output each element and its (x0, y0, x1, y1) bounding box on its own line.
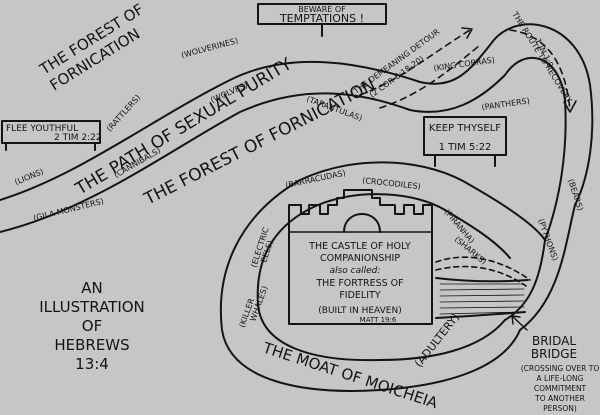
danger-panthers: (PANTHERS) (481, 96, 530, 112)
bridge-desc-line-4: TO ANOTHER (534, 394, 585, 403)
title-line-1: AN (81, 279, 102, 297)
detour-dashed-line-2 (379, 44, 481, 109)
sign-flee-posts (5, 142, 96, 151)
danger-pythons: (PYTHONS) (536, 218, 560, 262)
path-lower-edge (0, 56, 567, 241)
title-line-3: OF (82, 317, 102, 335)
sign-keep-line-1: KEEP THYSELF (429, 123, 501, 134)
bridge-planks (439, 283, 525, 315)
bridge-desc-line-5: PERSON) (543, 404, 577, 413)
bridge-pointer-arrow (511, 315, 528, 331)
bridge-title-line-2: BRIDGE (531, 347, 577, 361)
bridge-bottom-edge (435, 311, 526, 319)
sign-keep-board (423, 116, 507, 156)
moat-inner-edge (256, 193, 511, 362)
castle-line-3: also called: (330, 266, 381, 276)
bridge-desc-line-1: (CROSSING OVER TO (521, 364, 600, 373)
sign-beware-line-1: BEWARE OF (298, 5, 346, 14)
sign-keep-line-2: 1 TIM 5:22 (439, 142, 492, 153)
path-upper-edge (0, 23, 594, 206)
sign-flee-line-1: FLEE YOUTHFUL (6, 124, 78, 134)
castle-description: THE CASTLE OF HOLY COMPANIONSHIP also ca… (308, 241, 411, 324)
illustration-title: AN ILLUSTRATION OF HEBREWS 13:4 (39, 279, 145, 373)
route-inner-edge (504, 239, 546, 321)
bridge-top-edge (435, 277, 529, 283)
bridge-desc-line-3: COMMITMENT (534, 384, 587, 393)
moat-adultery-label: (ADULTERY) (412, 311, 462, 370)
shark-dashed-line-1 (435, 256, 531, 281)
detour-dashed-line-1 (359, 29, 471, 96)
title-line-5: 13:4 (75, 355, 109, 373)
sign-keep-posts (434, 154, 496, 167)
moat-crocodiles: (CROCODILES) (362, 176, 421, 191)
castle-line-5: FIDELITY (339, 290, 380, 301)
route-outer-edge (519, 204, 576, 331)
castle-battlements (288, 189, 433, 325)
title-line-4: HEBREWS (54, 336, 129, 354)
danger-rattlers: (RATTLERS) (105, 93, 143, 133)
bridge-desc-line-2: A LIFE-LONG (537, 374, 584, 383)
moat-barracudas: (BARRACUDAS) (285, 168, 347, 190)
castle-line-2: COMPANIONSHIP (320, 253, 400, 264)
route-dashed-line (509, 29, 571, 111)
danger-bears: (BEARS) (566, 178, 585, 212)
moat-label: THE MOAT OF MOICHEIA (260, 338, 441, 412)
danger-gila-monsters: (GILA MONSTERS) (32, 197, 104, 223)
detour-arrowhead-1 (461, 27, 473, 39)
danger-wolverines: (WOLVERINES) (180, 36, 239, 60)
castle-gate-arch (343, 213, 381, 233)
shark-dashed-line-2 (435, 265, 527, 287)
sign-beware-line-2: TEMPTATIONS ! (279, 12, 364, 25)
sign-flee-board (1, 120, 101, 144)
bridge-title-line-1: BRIDAL (532, 334, 576, 348)
sign-flee-line-2: 2 TIM 2:22 (54, 133, 102, 143)
route-arrowhead (563, 100, 577, 113)
title-line-2: ILLUSTRATION (39, 298, 145, 316)
moat-outer-edge (219, 161, 546, 392)
detour-label: THE DEMEANING DETOUR (351, 27, 442, 96)
castle-line-6: (BUILT IN HEAVEN) (318, 306, 401, 316)
castle-line-4: THE FORTRESS OF (315, 278, 403, 289)
castle-line-7: MATT 19:6 (360, 316, 397, 324)
castle-line-1: THE CASTLE OF HOLY (308, 241, 411, 252)
